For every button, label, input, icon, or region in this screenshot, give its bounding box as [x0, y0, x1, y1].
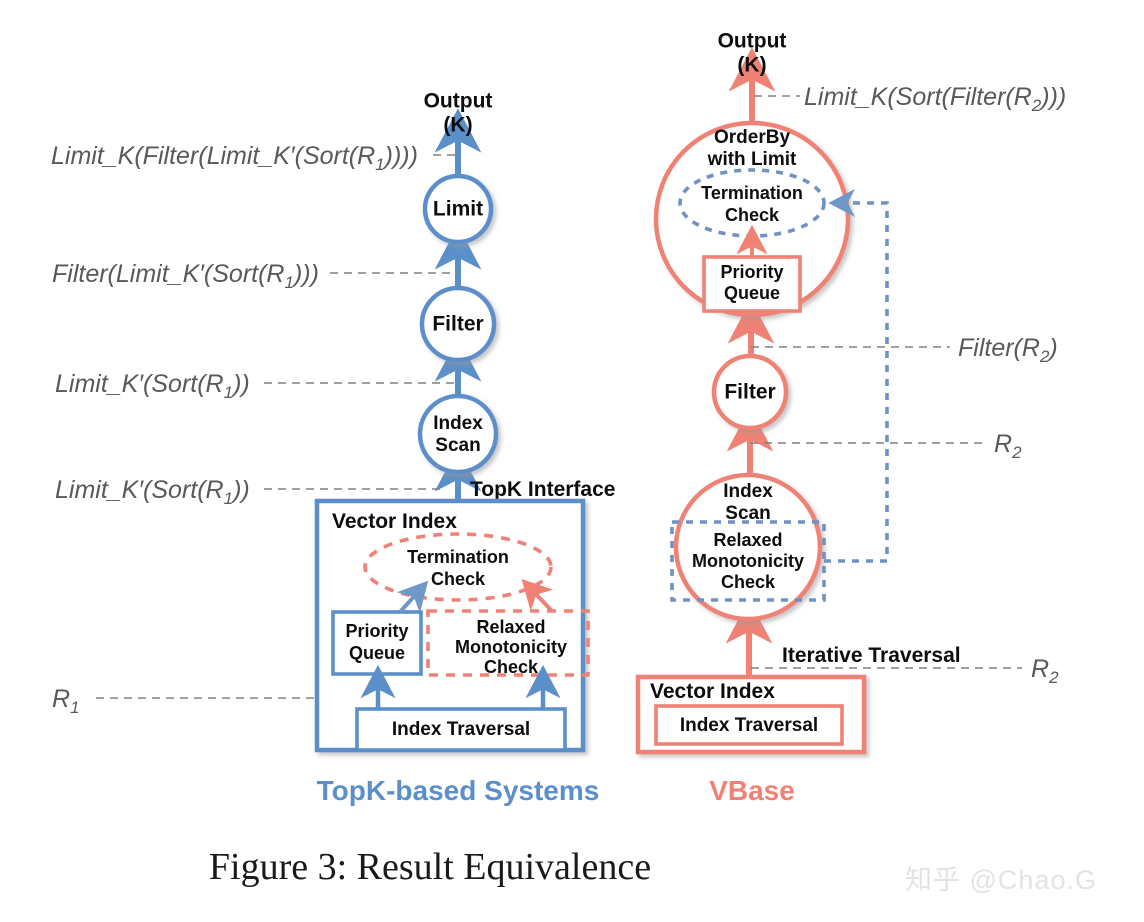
- priority-queue-label-line1: Priority: [720, 262, 783, 282]
- annotation-b3: R2: [994, 430, 1022, 462]
- node-index-scan[interactable]: [673, 472, 823, 622]
- annotation-a4: Limit_K′(Sort(R1)): [55, 476, 250, 508]
- node-filter[interactable]: [419, 285, 497, 363]
- node-filter-label: Filter: [724, 381, 775, 404]
- termination-check-label-line2: Check: [431, 569, 486, 589]
- right-output-label-line1: Output: [718, 30, 787, 53]
- arrow-pq-to-termination: [396, 580, 429, 614]
- index-traversal-box[interactable]: [355, 707, 567, 752]
- relaxed-check-label-line3: Check: [721, 572, 776, 592]
- relaxed-check-label-line1: Relaxed: [713, 530, 782, 550]
- vector-index-label: Vector Index: [650, 680, 775, 703]
- priority-queue-label-line1: Priority: [345, 621, 408, 641]
- right-pipeline: Output (K) OrderBy with Limit Terminatio…: [635, 30, 1066, 755]
- vector-index-label: Vector Index: [332, 510, 457, 533]
- relaxed-check-label-line1: Relaxed: [476, 617, 545, 637]
- annotation-b2: Filter(R2): [958, 334, 1058, 366]
- node-filter[interactable]: [711, 353, 789, 431]
- node-index-scan-label-line1: Index: [723, 481, 773, 502]
- arrow-relaxed-to-termination: [521, 578, 554, 613]
- index-traversal-label: Index Traversal: [392, 719, 530, 740]
- annotation-a1: Limit_K(Filter(Limit_K′(Sort(R1)))): [51, 142, 418, 174]
- relaxed-check-label-line2: Monotonicity: [455, 637, 567, 657]
- priority-queue-box[interactable]: [702, 255, 802, 313]
- annotation-b4: R2: [1031, 655, 1059, 687]
- node-limit-label: Limit: [433, 198, 483, 221]
- node-index-scan-label-line2: Scan: [725, 503, 770, 524]
- node-filter-label: Filter: [432, 313, 483, 336]
- termination-check-label-line2: Check: [725, 205, 780, 225]
- watermark: 知乎 @Chao.G: [905, 865, 1097, 895]
- relaxed-check-label-line3: Check: [484, 657, 539, 677]
- iterative-traversal-label: Iterative Traversal: [782, 644, 961, 667]
- node-index-scan[interactable]: [417, 393, 499, 475]
- left-output-label-line1: Output: [424, 90, 493, 113]
- topk-interface-label: TopK Interface: [470, 478, 615, 501]
- index-traversal-box[interactable]: [654, 704, 844, 746]
- feedback-loop-path: [824, 188, 889, 563]
- annotation-a5: R1: [52, 685, 80, 717]
- annotation-a3: Limit_K′(Sort(R1)): [55, 370, 250, 402]
- right-output-label-line2: (K): [737, 54, 766, 77]
- right-system-name: VBase: [709, 775, 795, 806]
- priority-queue-label-line2: Queue: [724, 283, 780, 303]
- relaxed-monotonicity-check-box[interactable]: [426, 609, 590, 677]
- figure-caption: Figure 3: Result Equivalence: [208, 846, 652, 888]
- left-system-name: TopK-based Systems: [317, 775, 600, 806]
- node-orderby-label-line2: with Limit: [707, 149, 797, 170]
- node-index-scan-label-line2: Scan: [435, 435, 480, 456]
- termination-check-label-line1: Termination: [701, 183, 803, 203]
- left-pipeline: Limit Filter Index Scan Output (K) Limit…: [51, 90, 615, 753]
- annotation-a2: Filter(Limit_K′(Sort(R1))): [52, 260, 319, 292]
- relaxed-monotonicity-check-box[interactable]: [670, 520, 826, 602]
- priority-queue-label-line2: Queue: [349, 643, 405, 663]
- node-orderby-label-line1: OrderBy: [714, 127, 790, 148]
- annotation-b1: Limit_K(Sort(Filter(R2))): [804, 83, 1066, 115]
- termination-check-label-line1: Termination: [407, 547, 509, 567]
- node-index-scan-label-line1: Index: [433, 413, 483, 434]
- left-output-label-line2: (K): [443, 114, 472, 137]
- index-traversal-label: Index Traversal: [680, 715, 818, 736]
- termination-check-ellipse[interactable]: [363, 532, 553, 602]
- relaxed-check-label-line2: Monotonicity: [692, 551, 804, 571]
- priority-queue-box[interactable]: [331, 610, 423, 676]
- node-limit[interactable]: [422, 173, 494, 245]
